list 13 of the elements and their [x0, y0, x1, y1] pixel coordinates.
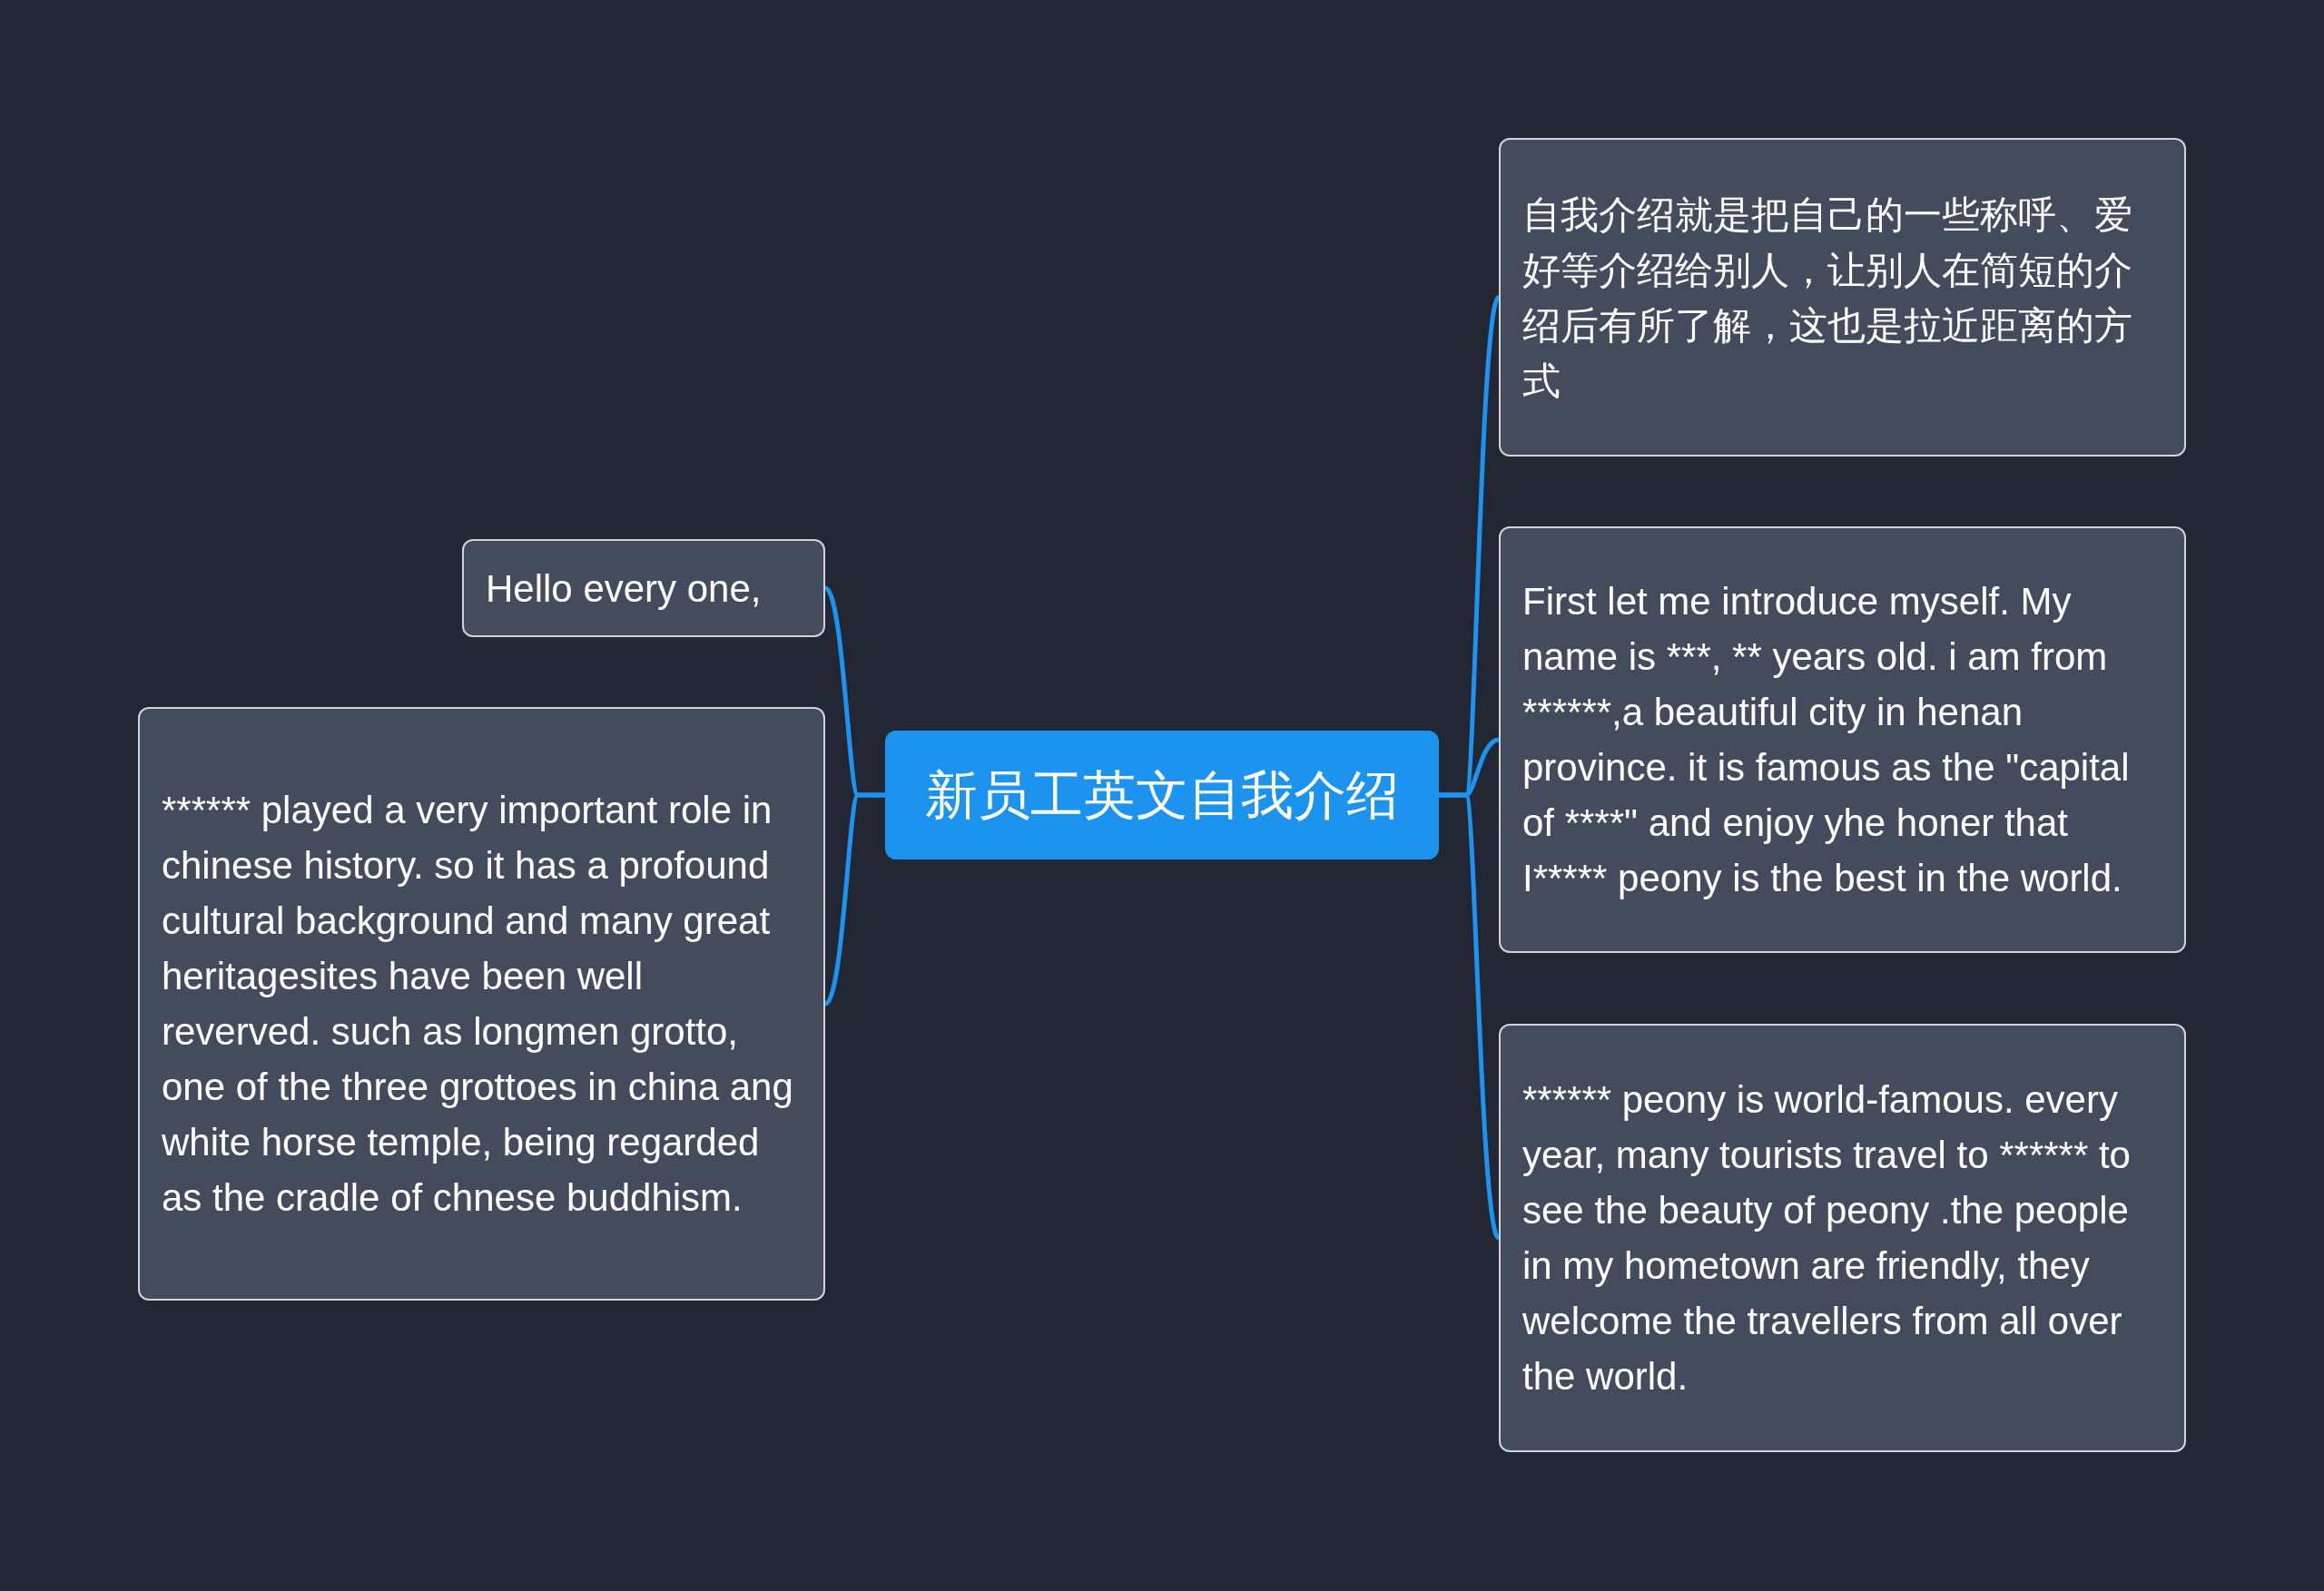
topic-text: ****** played a very important role in chinese history. so it has a profound cultural background and many great heritagesites have been well reverved. such as longmen grotto, one of the three grottoes in china ang white horse temple, being regarded as the cradle of chnese buddhism. — [162, 788, 794, 1221]
topic-box — [1499, 138, 2186, 457]
topic-text: Hello every one, — [486, 565, 762, 612]
topic-box — [138, 707, 825, 1301]
topic-box — [462, 539, 825, 637]
topic-box — [1499, 1024, 2186, 1452]
connector-line — [823, 792, 885, 1006]
topic-text: ****** peony is world-famous. every year, many tourists travel to ****** to see the beauty of peony .the people in my hometown are friendly, they welcome the travellers from all over the world. — [1522, 1077, 2132, 1399]
topic-text: First let me introduce myself. My name is ***, ** years old. i am from ******,a beautiful city in henan province. it is famous as the "capital of ****" and enjoy yhe honer that I***** peony is the best in the world. — [1522, 579, 2131, 901]
central-topic-text: 新员工英文自我介绍 — [925, 764, 1399, 827]
topic-box — [1499, 526, 2186, 953]
topic-text: 自我介绍就是把自己的一些称呼、爱好等介绍给别人，让别人在简短的介绍后有所了解，这也是拉近距离的方式 — [1522, 192, 2133, 404]
central-topic-box — [885, 731, 1439, 859]
